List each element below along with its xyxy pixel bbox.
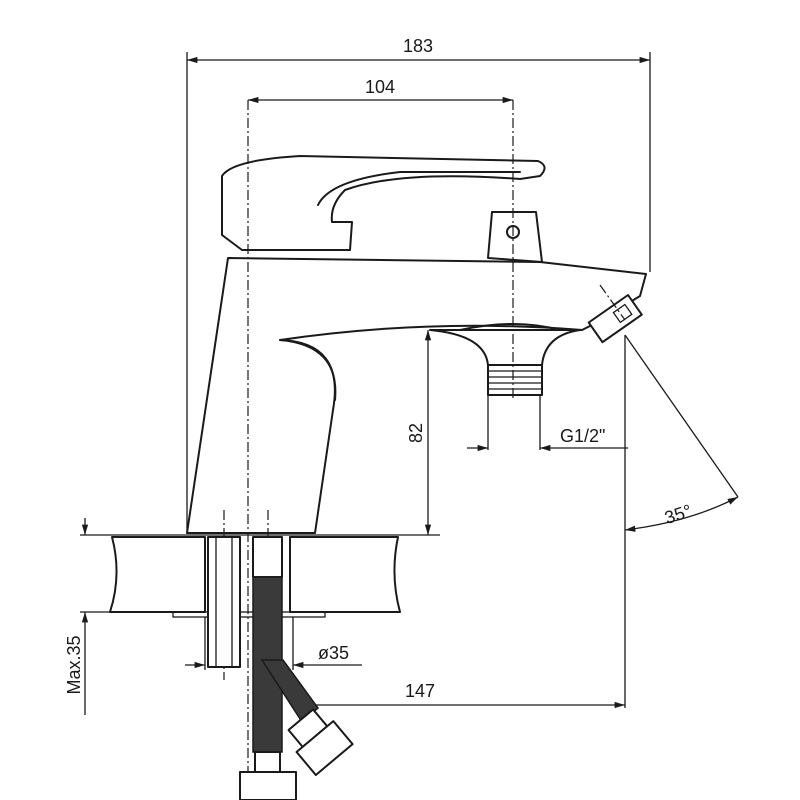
faucet-body bbox=[186, 155, 647, 534]
dim-label-max35: Max.35 bbox=[64, 635, 84, 694]
countertop-section bbox=[80, 534, 440, 618]
mounting-bolt bbox=[207, 536, 241, 668]
inlet-fitting bbox=[429, 329, 581, 366]
dim-label-183: 183 bbox=[403, 36, 433, 56]
dimension-overall-length: 183 bbox=[186, 36, 651, 533]
dimension-spout-angle: 35° bbox=[624, 334, 739, 708]
lever-handle bbox=[221, 155, 546, 251]
mounting-washer bbox=[172, 611, 326, 618]
dimension-thread: G1/2" bbox=[467, 395, 628, 452]
dim-label-thread: G1/2" bbox=[560, 426, 605, 446]
dimension-max-thickness: Max.35 bbox=[64, 518, 89, 715]
dimension-spout-height: 82 bbox=[406, 330, 432, 535]
dim-label-82: 82 bbox=[406, 423, 426, 443]
dimension-hole-diameter: ø35 bbox=[185, 617, 362, 670]
dimension-reach: 147 bbox=[315, 681, 625, 709]
dimension-104: 104 bbox=[247, 77, 513, 104]
dim-label-hole: ø35 bbox=[318, 643, 349, 663]
dim-label-angle: 35° bbox=[662, 501, 694, 528]
thread-connector bbox=[487, 364, 543, 396]
dim-label-147: 147 bbox=[405, 681, 435, 701]
supply-hoses bbox=[239, 536, 354, 800]
dim-label-104: 104 bbox=[365, 77, 395, 97]
aerator bbox=[587, 294, 643, 344]
